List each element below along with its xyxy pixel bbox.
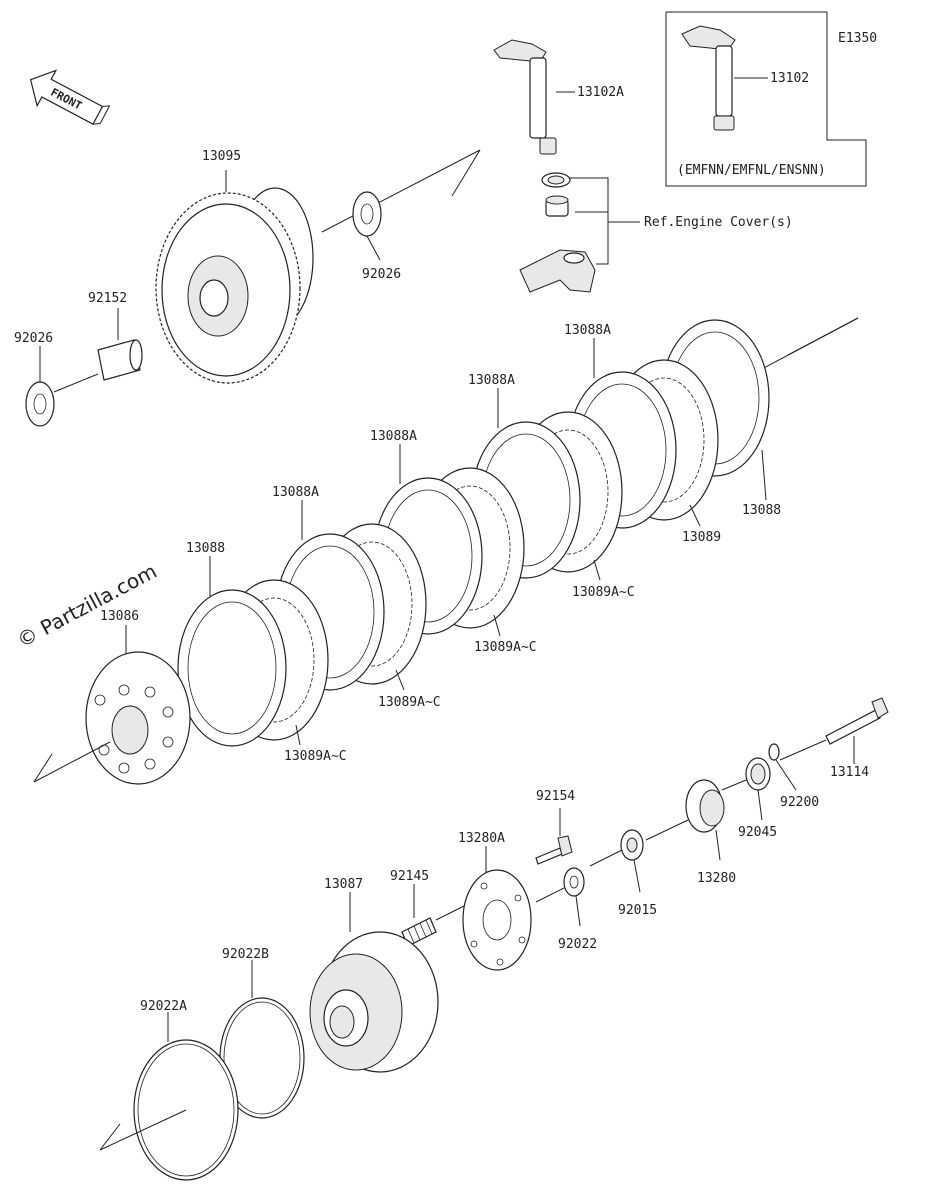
washer-92026-left	[25, 346, 99, 427]
label-13280A: 13280A	[458, 831, 505, 846]
washer-92026-top	[352, 191, 382, 261]
label-92015: 92015	[618, 903, 657, 918]
label-92022B: 92022B	[222, 947, 269, 962]
label-13086: 13086	[100, 609, 139, 624]
o-ring-92022A	[99, 1012, 239, 1181]
label-92200: 92200	[780, 795, 819, 810]
plate-13280A	[435, 846, 532, 971]
nut-92015	[589, 829, 644, 893]
washer-92200	[768, 743, 797, 791]
sleeve-92152	[97, 308, 143, 381]
shaft-13102A	[493, 39, 575, 155]
axis-arrow-plates	[787, 317, 859, 356]
label-13089AC-3: 13089A~C	[474, 640, 537, 655]
ref-note: Ref.Engine Cover(s)	[644, 215, 793, 230]
label-92026-top: 92026	[362, 267, 401, 282]
bolt-13114	[779, 697, 889, 764]
watermark: © Partzilla.com	[13, 559, 161, 653]
label-92145: 92145	[390, 869, 429, 884]
front-arrow-icon: FRONT	[29, 69, 111, 125]
engine-cover-bearings	[519, 172, 640, 293]
label-13088A-2: 13088A	[370, 429, 417, 444]
label-92045: 92045	[738, 825, 777, 840]
axis-line-top	[321, 149, 481, 233]
bearing-92045	[721, 757, 771, 821]
label-92026-left: 92026	[14, 331, 53, 346]
label-13087: 13087	[324, 877, 363, 892]
variant-note: (EMFNN/EMFNL/ENSNN)	[677, 163, 826, 178]
diagram-code: E1350	[838, 31, 877, 46]
friction-plate-13088-left	[177, 556, 287, 747]
label-13089: 13089	[682, 530, 721, 545]
label-13114: 13114	[830, 765, 869, 780]
label-92022: 92022	[558, 937, 597, 952]
label-13088A-4: 13088A	[564, 323, 611, 338]
variant-inset-box	[665, 11, 867, 187]
label-13089AC-1: 13089A~C	[284, 749, 347, 764]
label-13088-left: 13088	[186, 541, 225, 556]
axis-arrow-top	[451, 149, 481, 197]
collar-13280	[645, 779, 725, 861]
label-92022A: 92022A	[140, 999, 187, 1014]
shaft-13102	[681, 25, 768, 131]
label-13088A-1: 13088A	[272, 485, 319, 500]
label-13102A: 13102A	[577, 85, 624, 100]
clutch-hub-13087	[309, 892, 439, 1073]
spring-92145	[401, 884, 437, 947]
pressure-plate-13086	[33, 625, 191, 785]
label-13089AC-4: 13089A~C	[572, 585, 635, 600]
clutch-housing-13095	[155, 170, 314, 384]
label-13280: 13280	[697, 871, 736, 886]
label-13095: 13095	[202, 149, 241, 164]
label-92154: 92154	[536, 789, 575, 804]
label-13102: 13102	[770, 71, 809, 86]
label-92152: 92152	[88, 291, 127, 306]
label-13088-top: 13088	[742, 503, 781, 518]
washer-92022	[535, 867, 585, 927]
bolt-92154	[535, 808, 573, 865]
label-13089AC-2: 13089A~C	[378, 695, 441, 710]
label-13088A-3: 13088A	[468, 373, 515, 388]
